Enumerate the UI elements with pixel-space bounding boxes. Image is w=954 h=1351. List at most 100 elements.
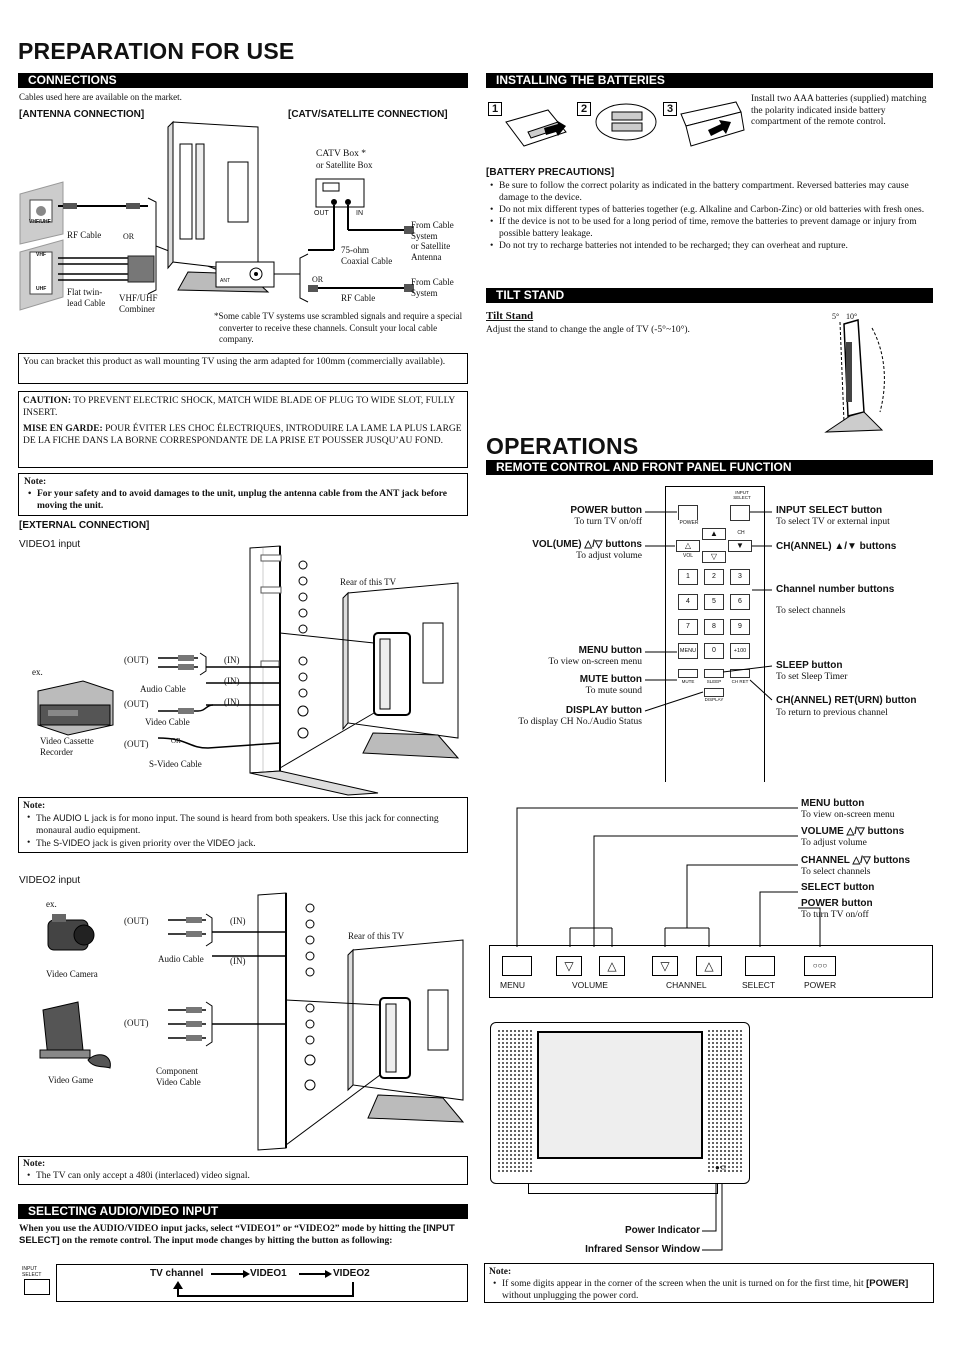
remote-key-7[interactable]: 7	[678, 619, 698, 635]
note3-box: Note: The TV can only accept a 480i (int…	[18, 1156, 468, 1185]
battery-install-text: Install two AAA batteries (supplied) mat…	[751, 94, 927, 127]
remote-key-1[interactable]: 1	[678, 569, 698, 585]
remote-ch-label: CH	[726, 530, 756, 536]
precaution-item: Be sure to follow the correct polarity a…	[486, 180, 934, 204]
audio-cable-2-label: Audio Cable	[158, 954, 204, 964]
front-channel-callout: CHANNEL △/▽ buttons	[801, 855, 911, 866]
remote-key-4[interactable]: 4	[678, 594, 698, 610]
front-select-callout: SELECT button	[801, 882, 875, 893]
mise-label: MISE EN GARDE:	[23, 424, 103, 434]
caution-text: TO PREVENT ELECTRIC SHOCK, MATCH WIDE BL…	[23, 396, 455, 418]
remote-ch-down-key[interactable]: ▼	[728, 540, 752, 552]
satellite-box-label: or Satellite Box	[316, 160, 373, 170]
mise-text: POUR ÉVITER LES CHOC ÉLECTRIQUES, INTROD…	[23, 424, 462, 446]
video2-diagram: Rear of this TV ex. (OUT) (IN) Audio Cab…	[18, 890, 468, 1152]
remote-mute-key[interactable]	[678, 669, 698, 678]
from-cable-label: From Cable System or Satellite Antenna	[411, 220, 454, 262]
remote-vol-desc: To adjust volume	[576, 551, 642, 561]
panel-channel-label: CHANNEL	[666, 980, 707, 990]
caution-box: CAUTION: TO PREVENT ELECTRIC SHOCK, MATC…	[18, 391, 468, 468]
panel-menu-label: MENU	[500, 980, 526, 990]
flow-arrows	[173, 1270, 354, 1297]
antenna-diagram: VHF/UHF VHF UHF RF Cable OR Flat twin- l…	[18, 120, 468, 317]
panel-volume-up-button[interactable]: △	[599, 956, 625, 976]
note3-item: The TV can only accept a 480i (interlace…	[23, 1170, 463, 1182]
remote-display-label: DISPLAY	[700, 697, 728, 702]
video1-diagram: Rear of this TV ex. (OUT) (IN) Audio Cab…	[18, 543, 468, 796]
note1-box: Note: For your safety and to avoid damag…	[18, 473, 468, 516]
panel-channel-down-button[interactable]: ▽	[652, 956, 678, 976]
battery-precautions-label: [BATTERY PRECAUTIONS]	[486, 167, 615, 178]
rf-cable-label: RF Cable	[67, 230, 102, 240]
front-volume-desc: To adjust volume	[801, 838, 867, 848]
out-label-3: (OUT)	[124, 739, 149, 749]
note4-item: If some digits appear in the corner of t…	[489, 1278, 929, 1302]
precaution-item: Do not mix different types of batteries …	[486, 204, 934, 216]
input-flow-box: TV channel VIDEO1 VIDEO2	[56, 1264, 468, 1302]
video2-diagram-art	[39, 892, 465, 1151]
ant-jack-label: ANT	[220, 278, 230, 284]
remote-key-0[interactable]: 0	[704, 643, 724, 659]
operations-title: OPERATIONS	[486, 433, 639, 459]
battery-illustrations: 1 2 3	[486, 92, 746, 160]
remote-key-9[interactable]: 9	[730, 619, 750, 635]
panel-channel-up-button[interactable]: △	[696, 956, 722, 976]
ex-label-2: ex.	[46, 899, 57, 909]
remote-key-3[interactable]: 3	[730, 569, 750, 585]
in-label: IN	[356, 210, 363, 217]
remote-key-8[interactable]: 8	[704, 619, 724, 635]
tilt-title: Tilt Stand	[486, 310, 534, 322]
note4-title: Note:	[489, 1267, 512, 1277]
page-title: PREPARATION FOR USE	[18, 38, 295, 64]
battery-precautions-list: Be sure to follow the correct polarity a…	[486, 180, 934, 252]
tilt-header: TILT STAND	[486, 288, 933, 303]
remote-key-6[interactable]: 6	[730, 594, 750, 610]
remote-plus100-key[interactable]: +100	[730, 643, 750, 659]
remote-vol-up-key[interactable]: △	[676, 540, 700, 552]
remote-chret-desc: To return to previous channel	[776, 708, 888, 718]
video-camera-label: Video Camera	[46, 969, 98, 979]
remote-menu-key[interactable]: MENU	[678, 643, 698, 659]
flow-video2: VIDEO2	[333, 1268, 370, 1279]
remote-chret-label: CH RET	[726, 679, 754, 684]
battery-art	[505, 101, 745, 147]
wall-mount-text: You can bracket this product as wall mou…	[23, 357, 446, 367]
remote-ch-up-key[interactable]: ▲	[702, 528, 726, 540]
panel-select-button[interactable]	[745, 956, 775, 976]
remote-header: REMOTE CONTROL AND FRONT PANEL FUNCTION	[486, 460, 933, 475]
panel-power-button[interactable]: ○○○	[804, 956, 836, 976]
precaution-item: Do not try to recharge batteries not int…	[486, 240, 934, 252]
from-cable-2-label: From Cable System	[411, 277, 454, 298]
remote-key-2[interactable]: 2	[704, 569, 724, 585]
remote-num-callout: Channel number buttons	[776, 584, 895, 595]
note3-title: Note:	[23, 1159, 46, 1169]
remote-display-key[interactable]	[704, 688, 724, 697]
in-label-1: (IN)	[224, 655, 240, 665]
remote-input-select-key[interactable]	[730, 505, 750, 521]
remote-display-callout: DISPLAY button	[565, 705, 642, 716]
remote-sleep-desc: To set Sleep Timer	[776, 672, 848, 682]
note1-item: For your safety and to avoid damages to …	[24, 488, 462, 512]
remote-power-key-label: POWER	[671, 520, 707, 526]
remote-vol-down-key[interactable]: ▽	[702, 551, 726, 563]
out-label-4: (OUT)	[124, 916, 149, 926]
remote-vol-callout: VOL(UME) △/▽ buttons	[532, 539, 642, 550]
front-power-desc: To turn TV on/off	[801, 910, 869, 920]
front-power-callout: POWER button	[801, 898, 873, 909]
connections-header: CONNECTIONS	[18, 73, 468, 88]
panel-power-label: POWER	[804, 980, 837, 990]
wall-mount-box: You can bracket this product as wall mou…	[18, 353, 468, 384]
remote-power-desc: To turn TV on/off	[574, 517, 642, 527]
panel-volume-down-button[interactable]: ▽	[556, 956, 582, 976]
remote-key-5[interactable]: 5	[704, 594, 724, 610]
remote-sleep-key[interactable]	[704, 669, 724, 678]
in-label-4: (IN)	[230, 916, 246, 926]
power-indicator-callout: Power Indicator	[624, 1225, 700, 1236]
vhf-plate-label: VHF	[36, 252, 46, 258]
power-indicator-light: ●⊂	[715, 1163, 727, 1172]
panel-menu-button[interactable]	[502, 956, 532, 976]
note2-item-1: The AUDIO L jack is for mono input. The …	[23, 812, 463, 837]
remote-sleep-callout: SLEEP button	[776, 660, 843, 671]
